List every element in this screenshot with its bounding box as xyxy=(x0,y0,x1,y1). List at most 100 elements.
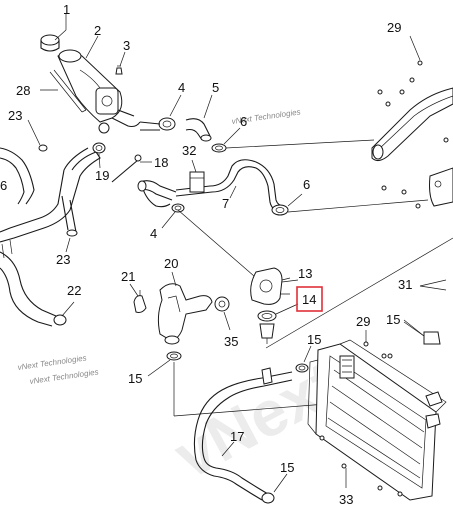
callout-13: 13 xyxy=(298,266,312,281)
clamp xyxy=(166,351,182,361)
callout-3: 3 xyxy=(123,38,130,53)
leader-line xyxy=(85,35,99,59)
leader-line xyxy=(61,301,75,317)
o-ring xyxy=(257,310,277,322)
callout-1: 1 xyxy=(63,2,70,17)
bleed-screw xyxy=(214,296,230,312)
lower-hose xyxy=(193,371,293,504)
fasteners xyxy=(377,60,449,209)
callout-17: 17 xyxy=(230,429,244,444)
neck-outlet xyxy=(98,109,141,134)
callout-5: 5 xyxy=(212,80,219,95)
leader-line xyxy=(119,51,126,67)
callout-22: 22 xyxy=(67,283,81,298)
leader-line xyxy=(229,185,237,199)
callout-33: 33 xyxy=(339,492,353,507)
hose-branch xyxy=(61,195,78,237)
reference-line xyxy=(265,237,453,349)
leader-line xyxy=(419,285,447,291)
callout-35: 35 xyxy=(224,334,238,349)
bolt xyxy=(115,65,123,75)
hose-upper-left xyxy=(0,147,101,243)
callout-4a: 4 xyxy=(178,80,185,95)
leader-line xyxy=(98,153,101,169)
clamp xyxy=(171,203,185,213)
callout-2: 2 xyxy=(94,23,101,38)
callout-4b: 4 xyxy=(150,226,157,241)
leader-line xyxy=(203,94,213,119)
fasteners xyxy=(319,341,403,497)
hose-stub xyxy=(139,121,161,125)
radiator-upper-tank xyxy=(371,87,453,162)
surge-tank xyxy=(57,49,123,123)
hose-left xyxy=(0,147,35,205)
clamp xyxy=(38,144,48,152)
leader-line xyxy=(409,35,421,61)
leader-line xyxy=(303,345,312,363)
reference-line xyxy=(177,209,255,277)
leader-line xyxy=(171,271,177,287)
drain-tube xyxy=(111,154,142,183)
mount-bracket xyxy=(49,69,87,113)
callout-20: 20 xyxy=(164,256,178,271)
callout-29a: 29 xyxy=(387,20,401,35)
leader-line xyxy=(403,321,425,337)
callout-15d: 15 xyxy=(280,460,294,475)
leader-line xyxy=(223,127,241,145)
leader-line xyxy=(65,237,71,253)
leader-line xyxy=(419,279,447,287)
callout-18: 18 xyxy=(154,155,168,170)
thermostat-housing xyxy=(250,267,291,305)
radiator xyxy=(307,339,447,501)
leader-line xyxy=(54,29,67,41)
leader-line xyxy=(27,119,41,146)
thermostat xyxy=(259,323,275,344)
callout-15c: 15 xyxy=(128,371,142,386)
hose-lower-left xyxy=(0,239,67,327)
callout-7: 7 xyxy=(222,196,229,211)
reference-line xyxy=(225,139,375,149)
callout-23a: 23 xyxy=(8,108,22,123)
side-bracket xyxy=(429,167,453,207)
clamp xyxy=(158,117,176,131)
callout-32: 32 xyxy=(182,143,196,158)
callout-15a: 15 xyxy=(386,312,400,327)
reference-line xyxy=(287,199,429,213)
callout-19: 19 xyxy=(95,168,109,183)
clamp xyxy=(295,363,309,373)
leader-line xyxy=(281,279,299,283)
callout-28: 28 xyxy=(16,83,30,98)
callout-6a: 6 xyxy=(240,114,247,129)
bolt xyxy=(403,319,441,345)
highlight-box xyxy=(296,286,323,312)
callout-15b: 15 xyxy=(307,332,321,347)
leader-line xyxy=(221,441,235,457)
fitting xyxy=(137,180,177,208)
clamp xyxy=(92,142,106,154)
callout-6b: 6 xyxy=(303,177,310,192)
clamp xyxy=(271,204,289,216)
reference-line xyxy=(173,403,327,417)
watermark-text: vNext Technologies xyxy=(29,367,99,386)
hose-stub xyxy=(261,367,273,385)
water-outlet xyxy=(157,283,213,345)
leader-line xyxy=(287,193,303,207)
hose-elbow xyxy=(185,118,212,142)
sensor xyxy=(133,290,147,313)
leader-line xyxy=(273,473,288,493)
leader-line xyxy=(223,311,231,331)
leader-line xyxy=(275,303,299,315)
callout-23b: 23 xyxy=(56,252,70,267)
callout-14: 14 xyxy=(302,292,316,307)
leader-line xyxy=(129,283,139,297)
watermark-text: vNext Technologies xyxy=(17,353,87,372)
callout-21: 21 xyxy=(121,269,135,284)
leader-line xyxy=(147,359,171,377)
surge-tank-cap xyxy=(40,34,60,52)
clamp xyxy=(211,143,227,153)
leader-line xyxy=(169,94,182,117)
hose-bracket xyxy=(189,171,205,193)
leader-line xyxy=(161,211,176,229)
leader-line xyxy=(191,159,197,173)
